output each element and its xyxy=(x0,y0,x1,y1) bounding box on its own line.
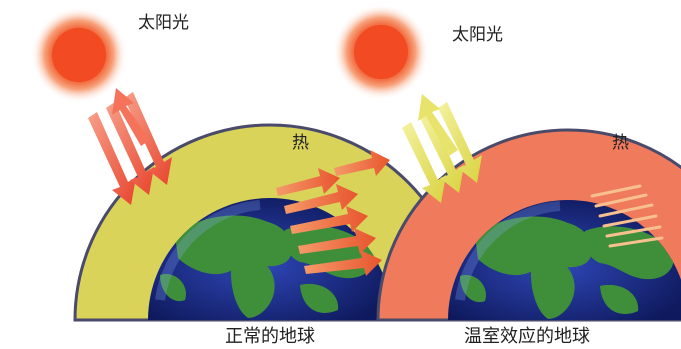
incoming-sunlight-arrows xyxy=(402,102,482,203)
caption-greenhouse-earth: 温室效应的地球 xyxy=(464,326,590,347)
panel-normal-earth: 太阳光 热 xyxy=(31,7,467,347)
sun-icon xyxy=(31,7,127,103)
outgoing-heat-arrows xyxy=(276,150,390,276)
reflected-sunlight-arrows xyxy=(112,88,150,146)
sun-icon xyxy=(333,4,429,100)
heat-label: 热 xyxy=(612,133,629,153)
trapped-heat-lines xyxy=(590,184,664,248)
earth-globe-icon xyxy=(448,200,681,320)
panel-greenhouse-earth: 太阳光 热 xyxy=(333,4,681,347)
sun-label: 太阳光 xyxy=(452,25,503,45)
sun-label: 太阳光 xyxy=(138,13,189,33)
caption-normal-earth: 正常的地球 xyxy=(225,326,315,347)
reflected-sunlight-arrows xyxy=(418,94,458,156)
heat-label: 热 xyxy=(292,133,309,153)
